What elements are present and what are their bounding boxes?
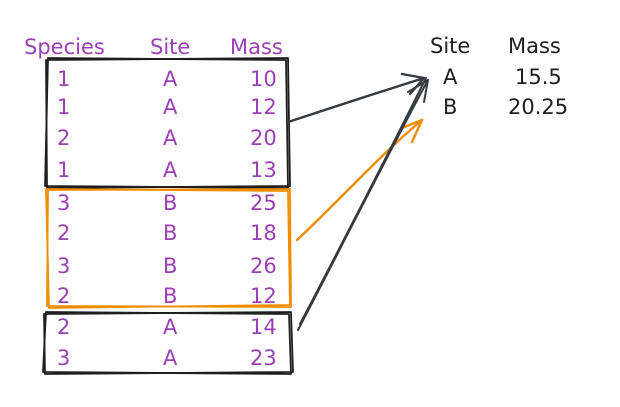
group-box-a-first (44, 57, 291, 189)
group-box-b (45, 188, 292, 309)
species-cell: 1 (57, 158, 70, 182)
mass-cell: 18 (250, 221, 277, 245)
table-row: 2 A 20 (57, 126, 277, 150)
table-row: A 15.5 (443, 65, 562, 89)
site-cell: A (163, 95, 178, 119)
mass-cell: 23 (250, 346, 277, 370)
site-cell: B (163, 221, 177, 245)
table-row: 2 A 14 (57, 315, 277, 339)
table-row: 1 A 13 (57, 158, 277, 182)
table-row: 1 A 12 (57, 95, 277, 119)
result-site-cell: B (443, 95, 457, 119)
site-cell: B (163, 191, 177, 215)
species-cell: 1 (57, 95, 70, 119)
left-table-header: Species Site Mass (24, 35, 283, 59)
species-cell: 2 (57, 284, 70, 308)
mass-cell: 10 (250, 67, 277, 91)
species-cell: 3 (57, 254, 70, 278)
site-cell: A (163, 126, 178, 150)
right-table: Site Mass A 15.5 B 20.25 (430, 34, 568, 119)
result-mass-cell: 15.5 (515, 65, 562, 89)
header-site: Site (150, 35, 190, 59)
species-cell: 2 (57, 126, 70, 150)
site-cell: B (163, 254, 177, 278)
arrow-group-a-second (297, 77, 429, 331)
mass-cell: 26 (250, 254, 277, 278)
mass-cell: 13 (250, 158, 277, 182)
table-row: 3 A 23 (57, 346, 277, 370)
species-cell: 2 (57, 315, 70, 339)
species-cell: 2 (57, 221, 70, 245)
result-site-cell: A (443, 65, 458, 89)
result-header-mass: Mass (508, 34, 561, 58)
table-row: B 20.25 (443, 95, 568, 119)
site-cell: B (163, 284, 177, 308)
site-cell: A (163, 346, 178, 370)
site-cell: A (163, 315, 178, 339)
species-cell: 3 (57, 191, 70, 215)
species-cell: 1 (57, 67, 70, 91)
result-mass-cell: 20.25 (508, 95, 568, 119)
species-cell: 3 (57, 346, 70, 370)
arrow-group-b (295, 118, 424, 242)
mass-cell: 20 (250, 126, 277, 150)
group-box-a-second (42, 311, 294, 375)
site-cell: A (163, 158, 178, 182)
header-species: Species (24, 35, 105, 59)
table-row: 3 B 26 (57, 254, 277, 278)
table-row: 2 B 18 (57, 221, 277, 245)
site-cell: A (163, 67, 178, 91)
mass-cell: 12 (250, 95, 277, 119)
table-row: 1 A 10 (57, 67, 277, 91)
mass-cell: 12 (250, 284, 277, 308)
header-mass: Mass (230, 35, 283, 59)
mass-cell: 25 (250, 191, 277, 215)
arrow-group-a-first (286, 72, 426, 124)
table-row: 3 B 25 (57, 191, 277, 215)
table-row: 2 B 12 (57, 284, 277, 308)
result-header-site: Site (430, 34, 470, 58)
mass-cell: 14 (250, 315, 277, 339)
left-table-body: 1 A 10 1 A 12 2 A 20 1 A 13 3 B 25 2 B 1… (57, 67, 277, 370)
